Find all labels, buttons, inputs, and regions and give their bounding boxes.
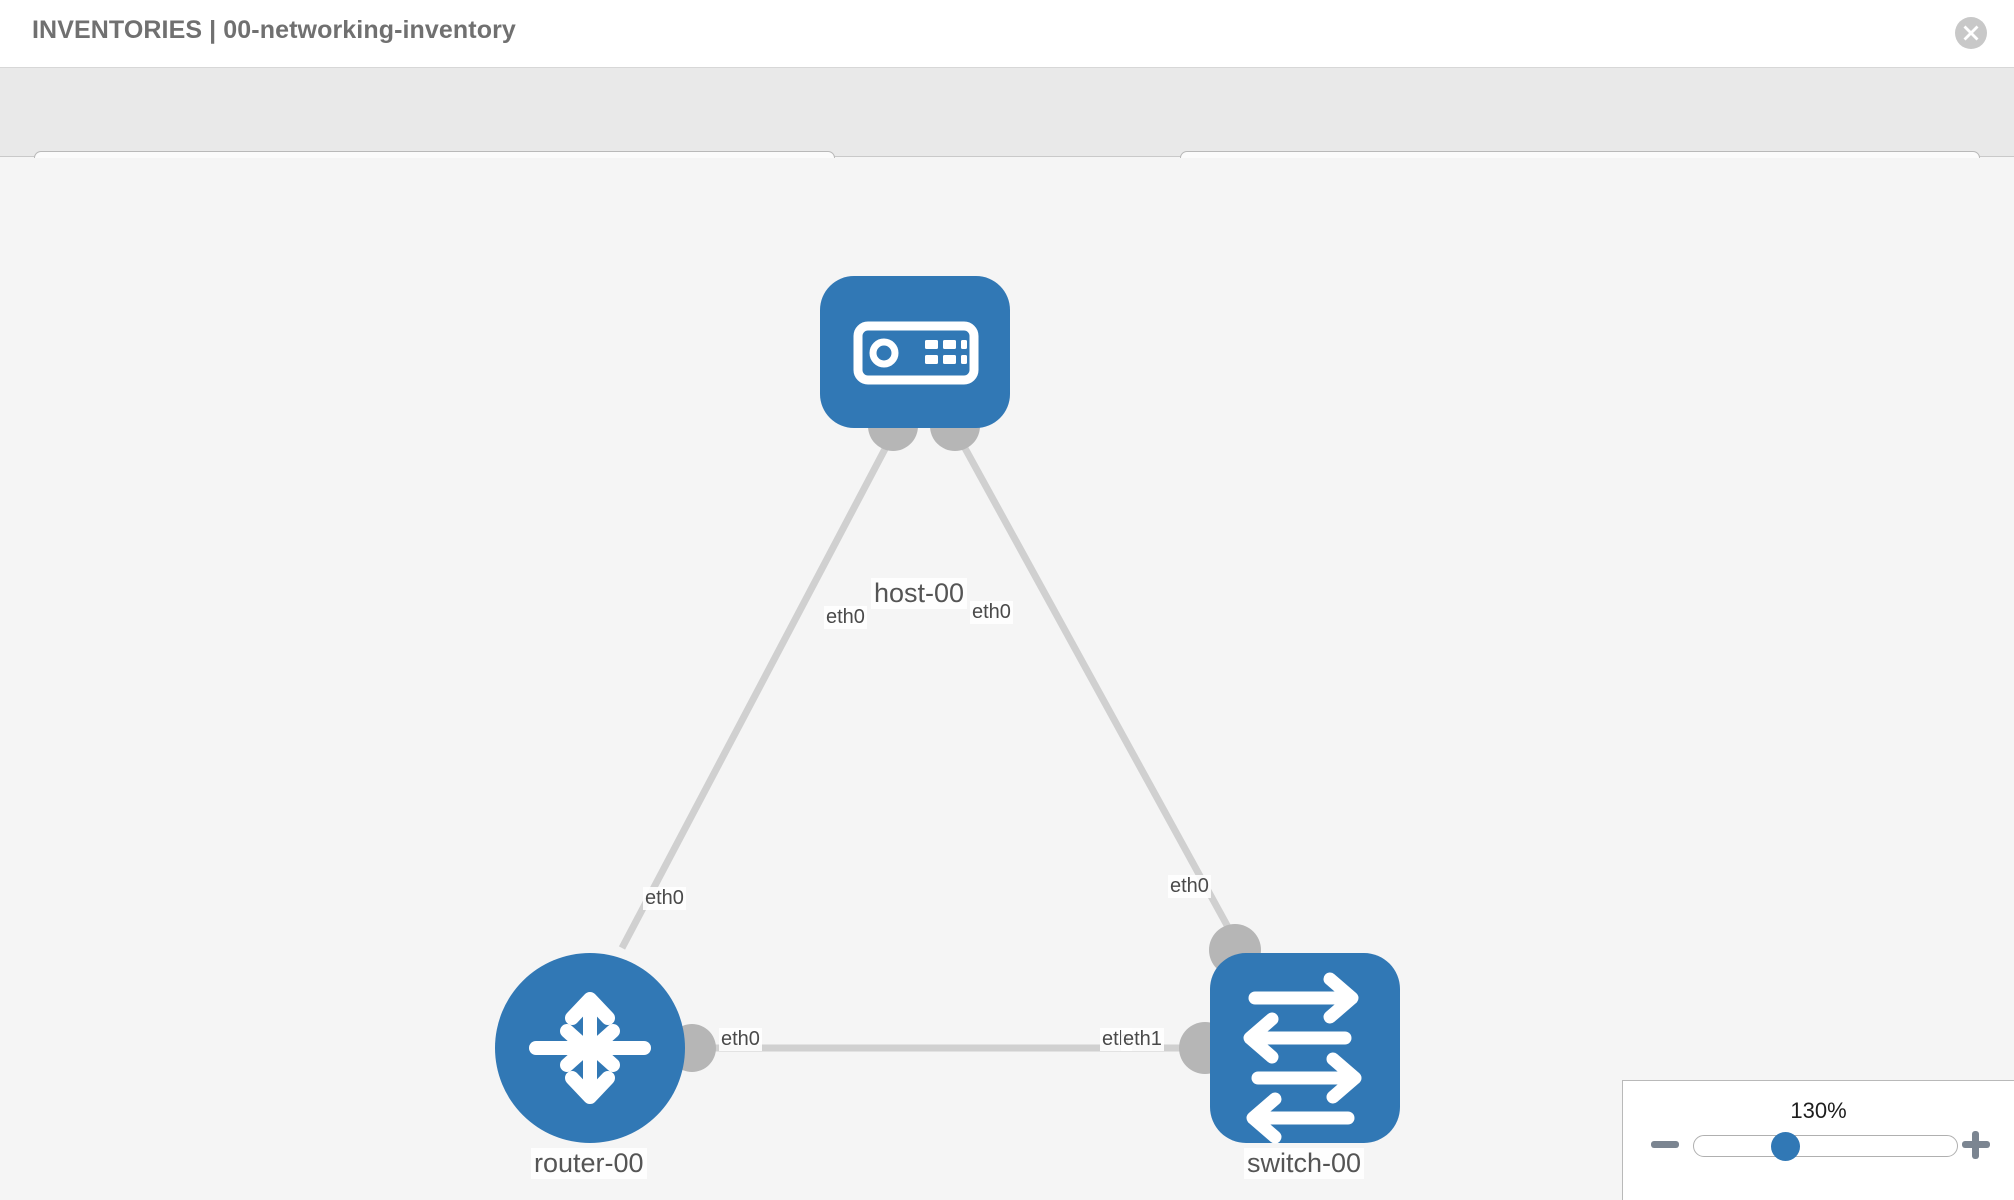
zoom-slider-track[interactable] [1693, 1135, 1958, 1157]
toolbar: ACTIONS SEARCH [0, 68, 2014, 208]
topology-graph [495, 276, 1400, 1144]
topology-ports [668, 401, 1261, 1074]
zoom-in-button[interactable] [1962, 1131, 1990, 1159]
zoom-level-value: 130% [1790, 1098, 1847, 1123]
page-header: INVENTORIES | 00-networking-inventory [0, 0, 2014, 68]
node-switch-00[interactable] [1210, 953, 1400, 1144]
node-host-00[interactable] [820, 276, 1010, 428]
node-label-switch-00: switch-00 [1244, 1148, 1365, 1179]
zoom-control-panel: 130% [1622, 1080, 2014, 1200]
iface-label-host00-eth0-left: eth0 [824, 606, 867, 629]
node-router-00[interactable] [495, 953, 685, 1143]
iface-label-host00-eth0-right: eth0 [970, 601, 1013, 624]
zoom-out-button[interactable] [1651, 1141, 1679, 1148]
close-icon[interactable] [1955, 17, 1987, 49]
page-title: INVENTORIES | 00-networking-inventory [32, 16, 516, 44]
iface-label-router00-eth0: eth0 [719, 1028, 762, 1051]
node-label-router-00: router-00 [531, 1148, 647, 1179]
link-host00-router00[interactable] [618, 428, 899, 950]
iface-label-switch00-uplink-eth0: eth0 [1168, 875, 1211, 898]
topology-links [618, 428, 1249, 1052]
iface-label-router00-uplink-eth0: eth0 [643, 887, 686, 910]
node-label-host-00: host-00 [871, 578, 968, 609]
topology-canvas[interactable]: host-00 router-00 switch-00 eth0 eth0 et… [0, 158, 2014, 1200]
link-host00-switch00[interactable] [951, 428, 1249, 960]
zoom-slider-thumb[interactable] [1771, 1132, 1800, 1161]
iface-label-switch00-eth1: eth1 [1121, 1028, 1164, 1051]
